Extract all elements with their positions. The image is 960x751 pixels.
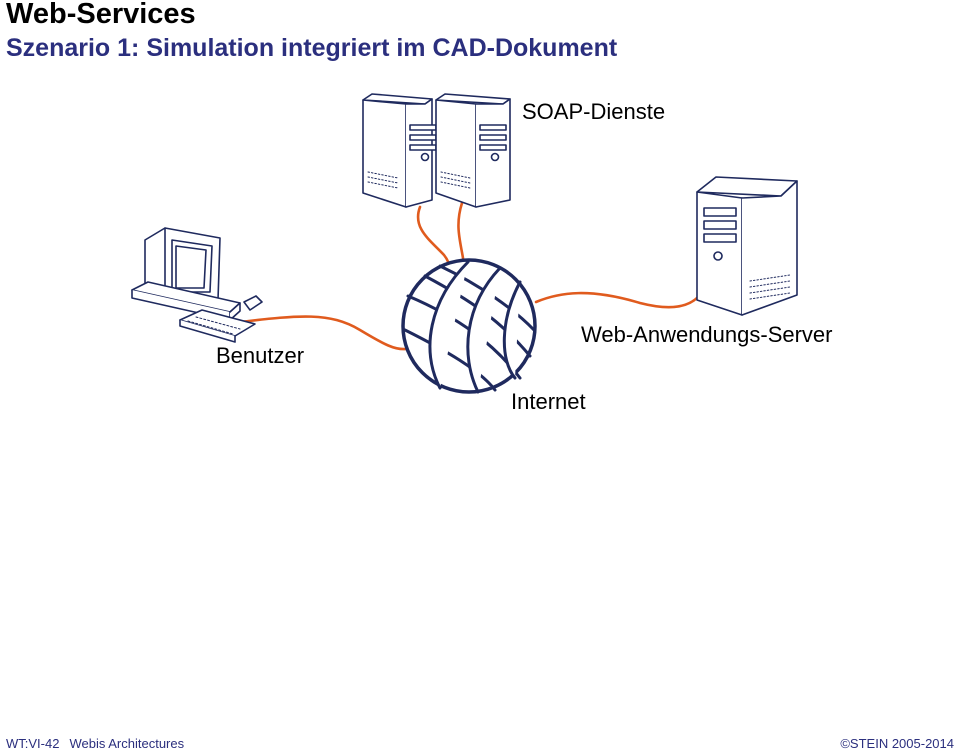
copyright: ©STEIN 2005-2014 [840, 736, 954, 751]
soap-server-left [362, 93, 437, 208]
connection-internet-soap-b [457, 201, 465, 260]
slide-id: WT:VI-42 [6, 736, 60, 751]
slide-subtitle: Szenario 1: Simulation integriert im CAD… [6, 34, 618, 62]
workstation-icon [131, 227, 263, 343]
globe-icon [401, 258, 537, 394]
user-label: Benutzer [216, 343, 305, 368]
footer-left: WT:VI-42 Webis Architectures [6, 736, 184, 751]
soap-label: SOAP-Dienste [522, 99, 666, 124]
soap-server-right [435, 93, 511, 208]
server-tower-icon [696, 176, 798, 316]
slide-title: Web-Services [6, 0, 196, 30]
internet-label: Internet [511, 389, 586, 414]
webserver-label: Web-Anwendungs-Server [581, 322, 833, 347]
connection-user-internet [238, 315, 408, 351]
connection-internet-server [534, 291, 700, 309]
server-pair-icon [362, 93, 511, 208]
section-name: Webis Architectures [69, 736, 185, 751]
